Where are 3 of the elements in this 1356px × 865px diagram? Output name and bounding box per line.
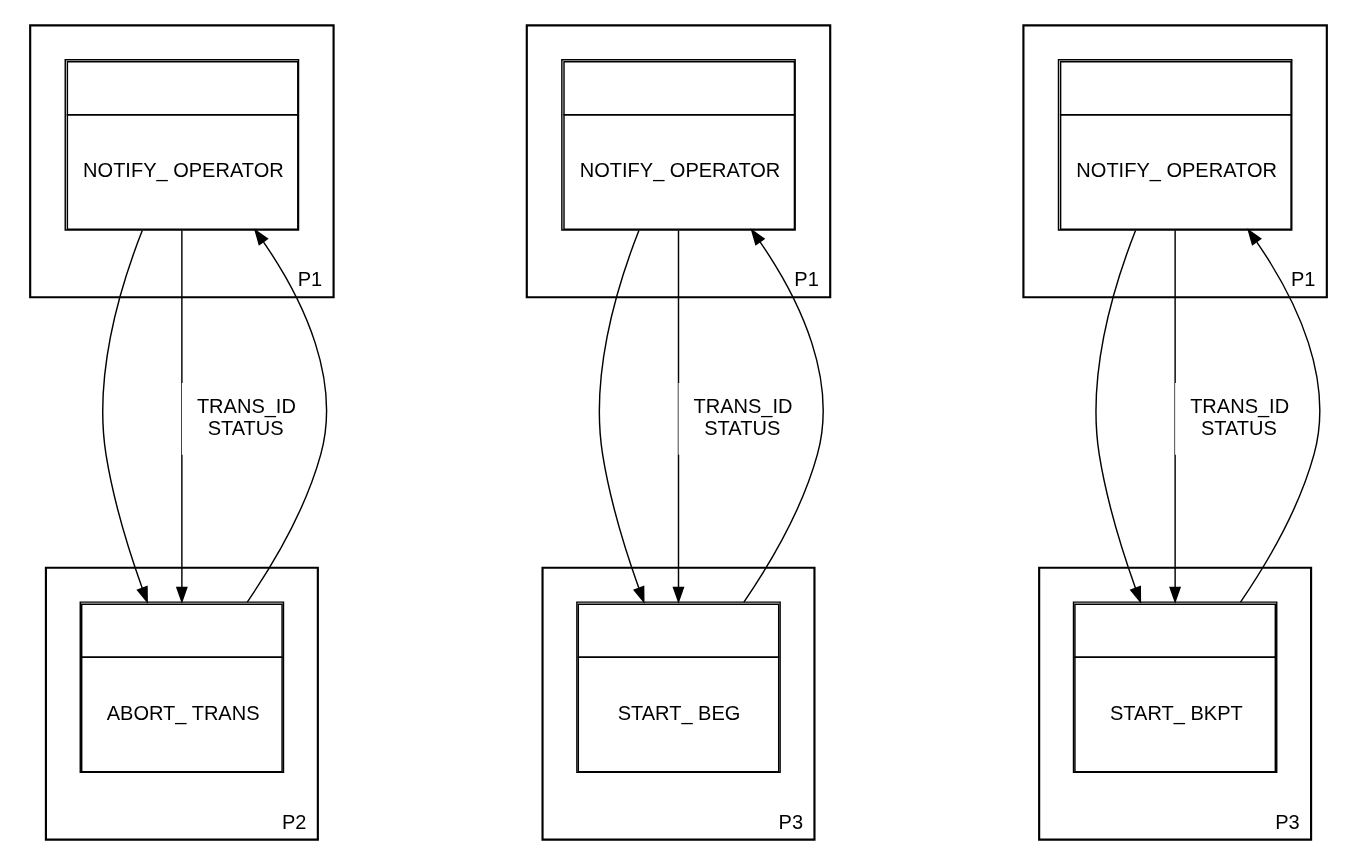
edge-label: TRANS_ID STATUS	[693, 395, 793, 439]
edge-label: TRANS_ID STATUS	[196, 395, 296, 439]
edge-label: TRANS_ID STATUS	[1189, 395, 1289, 439]
